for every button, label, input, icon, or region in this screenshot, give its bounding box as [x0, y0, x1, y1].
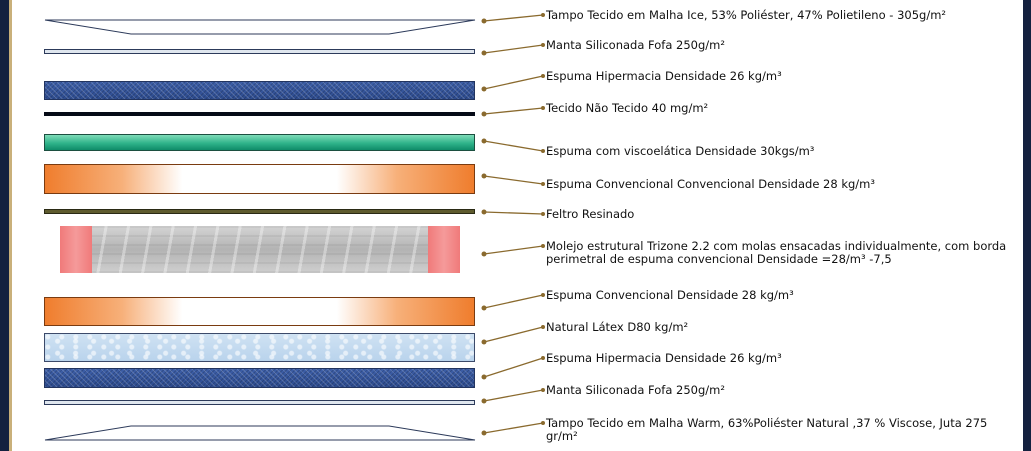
- leader-espuma-conv-top: [483, 175, 544, 185]
- label-tampo-warm: Tampo Tecido em Malha Warm, 63%Poliéster…: [546, 416, 988, 443]
- layer-tampo-ice: [44, 19, 476, 35]
- leader-tnt: [483, 107, 544, 115]
- layer-manta-bottom: [44, 400, 475, 405]
- layer-tampo-warm: [44, 425, 476, 441]
- dot-espuma-conv-top: [481, 173, 487, 179]
- layer-latex: [44, 333, 475, 362]
- dot-feltro: [481, 209, 487, 215]
- layer-feltro: [44, 209, 475, 214]
- label-espuma-hiper-top: Espuma Hipermacia Densidade 26 kg/m³: [546, 69, 782, 83]
- layer-visco: [44, 134, 475, 151]
- leader-latex: [483, 326, 544, 343]
- leader-tampo-ice: [483, 14, 544, 22]
- dot-manta-top: [481, 50, 487, 56]
- leader-manta-bottom: [483, 389, 544, 402]
- layer-tnt: [44, 112, 475, 116]
- leader-molejo: [483, 245, 544, 255]
- molejo-left-edge: [60, 226, 92, 273]
- label-molejo: Molejo estrutural Trizone 2.2 com molas …: [546, 239, 1007, 266]
- molejo-right-edge: [428, 226, 460, 273]
- left-frame-border: [0, 0, 12, 451]
- dot-molejo: [481, 251, 487, 257]
- label-espuma-conv-top: Espuma Convencional Convencional Densida…: [546, 177, 875, 191]
- layer-espuma-hiper-bottom: [44, 368, 475, 388]
- dot-tampo-ice: [481, 18, 487, 24]
- dot-latex: [481, 339, 487, 345]
- label-manta-bottom: Manta Siliconada Fofa 250g/m²: [546, 383, 725, 397]
- layer-espuma-conv-bottom: [44, 297, 475, 326]
- leader-feltro: [483, 211, 544, 215]
- leader-tampo-warm: [483, 422, 544, 434]
- label-visco: Espuma com viscoelática Densidade 30kgs/…: [546, 144, 815, 158]
- dot-tnt: [481, 111, 487, 117]
- label-tnt: Tecido Não Tecido 40 mg/m²: [546, 101, 709, 115]
- layer-molejo: [60, 226, 460, 273]
- dot-espuma-conv-bottom: [481, 305, 487, 311]
- right-frame-border: [1023, 0, 1031, 451]
- label-feltro: Feltro Resinado: [546, 207, 635, 221]
- leader-manta-top: [483, 44, 544, 54]
- dot-espuma-hiper-top: [481, 86, 487, 92]
- label-tampo-ice: Tampo Tecido em Malha Ice, 53% Poliéster…: [546, 8, 947, 22]
- dot-espuma-hiper-bottom: [481, 374, 487, 380]
- label-espuma-conv-bottom: Espuma Convencional Densidade 28 kg/m³: [546, 288, 794, 302]
- leader-visco: [483, 140, 544, 152]
- leader-espuma-hiper-top: [483, 75, 544, 90]
- label-latex: Natural Látex D80 kg/m²: [546, 320, 689, 334]
- leader-espuma-hiper-bottom: [483, 357, 544, 378]
- label-manta-top: Manta Siliconada Fofa 250g/m²: [546, 38, 725, 52]
- layer-espuma-conv-top: [44, 164, 475, 194]
- dot-manta-bottom: [481, 398, 487, 404]
- layer-espuma-hiper-top: [44, 81, 475, 100]
- dot-visco: [481, 138, 487, 144]
- dot-tampo-warm: [481, 430, 487, 436]
- layer-manta-top: [44, 49, 475, 54]
- leader-espuma-conv-bottom: [483, 294, 544, 309]
- label-espuma-hiper-bottom: Espuma Hipermacia Densidade 26 kg/m³: [546, 351, 782, 365]
